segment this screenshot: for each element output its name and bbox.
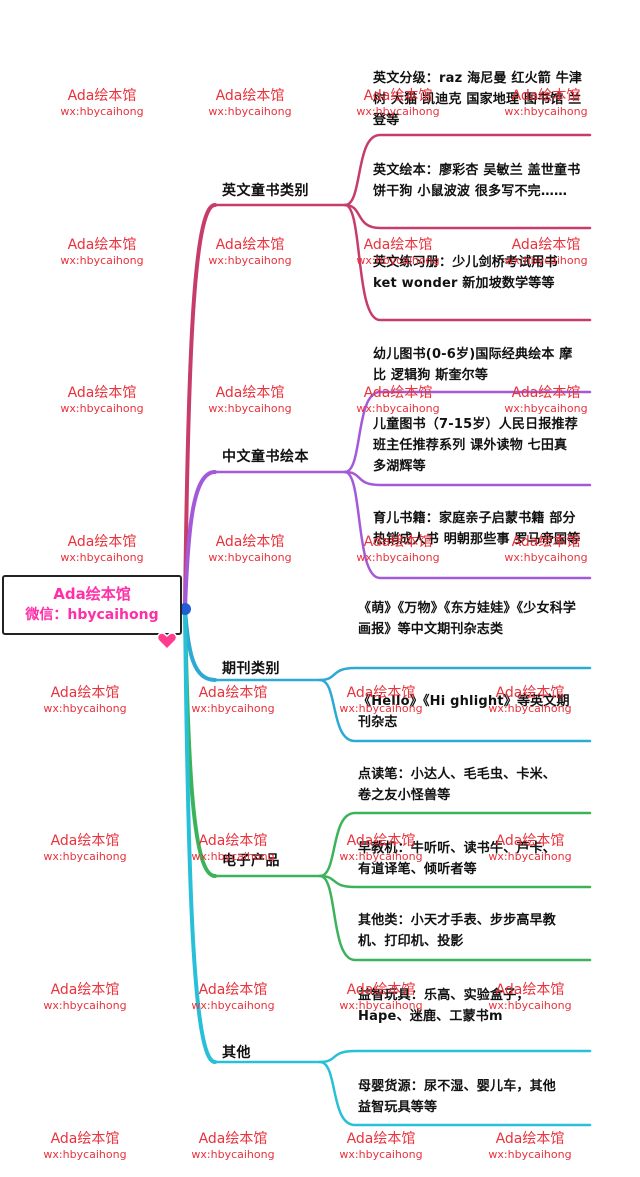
category-label-electronics: 电子产品	[222, 853, 280, 869]
leaf-others-baby: 母婴货源：尿不湿、婴儿车，其他益智玩具等等	[358, 1079, 557, 1115]
leaf-english-picture: 英文绘本：廖彩杏 吴敏兰 盖世童书 饼干狗 小鼠波波 很多写不完……	[373, 163, 581, 199]
branch-0	[183, 203, 217, 611]
leaf-chinese-toddler: 幼儿图书(0-6岁)国际经典绘本 摩比 逻辑狗 斯奎尔等	[373, 347, 573, 383]
leaf-line-2-0	[318, 666, 592, 682]
category-label-chinese-books: 中文童书绘本	[222, 449, 309, 465]
leaf-line-3-2	[318, 874, 592, 962]
leaf-line-0-2	[343, 203, 592, 322]
heart-icon	[156, 632, 178, 651]
leaf-line-1-2	[343, 470, 592, 580]
branch-2	[183, 607, 217, 682]
root-wechat: 微信：hbycaihong	[25, 607, 159, 623]
leaf-periodical-english: 《Hello》《Hi ghlight》等英文期刊杂志	[358, 694, 570, 730]
category-label-periodicals: 期刊类别	[222, 661, 280, 677]
leaf-line-2-1	[318, 678, 592, 743]
root-node-box: Ada绘本馆 微信：hbycaihong	[2, 575, 182, 635]
leaf-chinese-parenting: 育儿书籍：家庭亲子启蒙书籍 部分热销成人书 明朝那些事 罗马帝国等	[373, 511, 581, 547]
leaf-line-3-1	[318, 874, 592, 889]
root-name: Ada绘本馆	[53, 585, 131, 603]
leaf-line-4-0	[318, 1049, 592, 1064]
leaf-line-1-1	[343, 470, 592, 487]
category-label-english-books: 英文童书类别	[222, 183, 309, 199]
branch-4	[183, 607, 217, 1064]
leaf-line-0-1	[343, 203, 592, 230]
leaf-others-toys: 益智玩具：乐高、实验盒子，Hape、迷鹿、工蒙书m	[358, 988, 530, 1024]
leaf-line-4-1	[318, 1060, 592, 1127]
leaf-line-3-0	[318, 811, 592, 878]
root-node-dot	[179, 603, 191, 615]
leaf-chinese-children: 儿童图书（7-15岁）人民日报推荐 班主任推荐系列 课外读物 七田真 多湖辉等	[373, 417, 578, 474]
leaf-line-0-0	[343, 133, 592, 207]
leaf-electronics-other: 其他类：小天才手表、步步高早教机、打印机、投影	[358, 913, 557, 949]
leaf-english-graded: 英文分级：raz 海尼曼 红火箭 牛津树 大猫 凯迪克 国家地理 图书馆 兰登等	[373, 71, 583, 128]
leaf-line-1-0	[343, 390, 592, 474]
leaf-periodical-chinese: 《萌》《万物》《东方娃娃》《少女科学画报》等中文期刊杂志类	[358, 601, 577, 637]
leaf-electronics-pen: 点读笔：小达人、毛毛虫、卡米、卷之友小怪兽等	[358, 767, 557, 803]
branch-1	[183, 470, 217, 611]
leaf-english-workbook: 英文练习册：少儿剑桥考试用书 ket wonder 新加坡数学等等	[373, 255, 558, 291]
category-label-others: 其他	[222, 1045, 251, 1061]
leaf-electronics-machine: 早教机：牛听听、读书牛、芦卡、有道译笔、倾听者等	[358, 841, 557, 877]
